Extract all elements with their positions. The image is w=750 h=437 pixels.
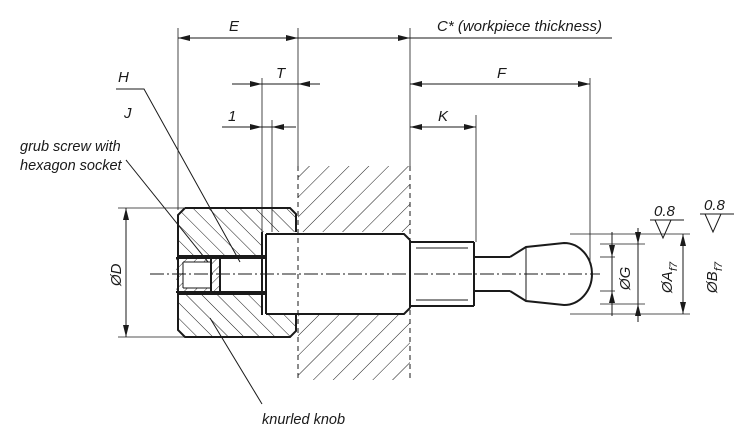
grub-screw bbox=[176, 257, 221, 293]
grub-note-line1: grub screw with bbox=[20, 139, 121, 155]
dimension-K: K bbox=[410, 108, 476, 130]
dimension-C: C* (workpiece thickness) bbox=[298, 18, 612, 41]
dimension-T: T bbox=[232, 65, 320, 87]
dim-C-label: C* (workpiece thickness) bbox=[437, 18, 602, 35]
dimension-G: ØG bbox=[609, 232, 634, 316]
dimension-A: ØA f7 bbox=[635, 228, 680, 322]
leader-knurled-knob: knurled knob bbox=[209, 317, 345, 428]
dimension-E: E bbox=[178, 18, 298, 41]
surface-finish-left: 0.8 bbox=[650, 203, 684, 240]
leader-J: J bbox=[123, 105, 132, 122]
leader-H: H bbox=[116, 69, 241, 263]
dimension-1: 1 bbox=[222, 108, 296, 130]
dim-B-label: ØB bbox=[704, 271, 721, 294]
label-J: J bbox=[123, 105, 132, 122]
dim-T-label: T bbox=[276, 65, 287, 82]
dim-1-label: 1 bbox=[228, 108, 236, 125]
grub-note-line2: hexagon socket bbox=[20, 158, 123, 174]
dimension-B: ØB f7 bbox=[680, 234, 725, 314]
dim-F-label: F bbox=[497, 65, 507, 82]
finish-right-value: 0.8 bbox=[704, 197, 726, 214]
surface-finish-right: 0.8 bbox=[700, 197, 734, 234]
dim-A-tolerance: f7 bbox=[668, 261, 680, 271]
dimension-F: F bbox=[410, 65, 590, 87]
dim-D-label: ØD bbox=[108, 263, 125, 287]
dim-B-tolerance: f7 bbox=[713, 261, 725, 271]
finish-left-value: 0.8 bbox=[654, 203, 676, 220]
knob-note: knurled knob bbox=[262, 412, 345, 428]
dim-K-label: K bbox=[438, 108, 449, 125]
dim-A-label: ØA bbox=[659, 271, 676, 294]
extension-lines bbox=[118, 28, 690, 338]
dim-E-label: E bbox=[229, 18, 240, 35]
dim-G-label: ØG bbox=[617, 266, 634, 291]
leader-grub-screw: grub screw with hexagon socket bbox=[20, 139, 209, 263]
label-H: H bbox=[118, 69, 129, 86]
dimension-D: ØD bbox=[108, 208, 129, 337]
